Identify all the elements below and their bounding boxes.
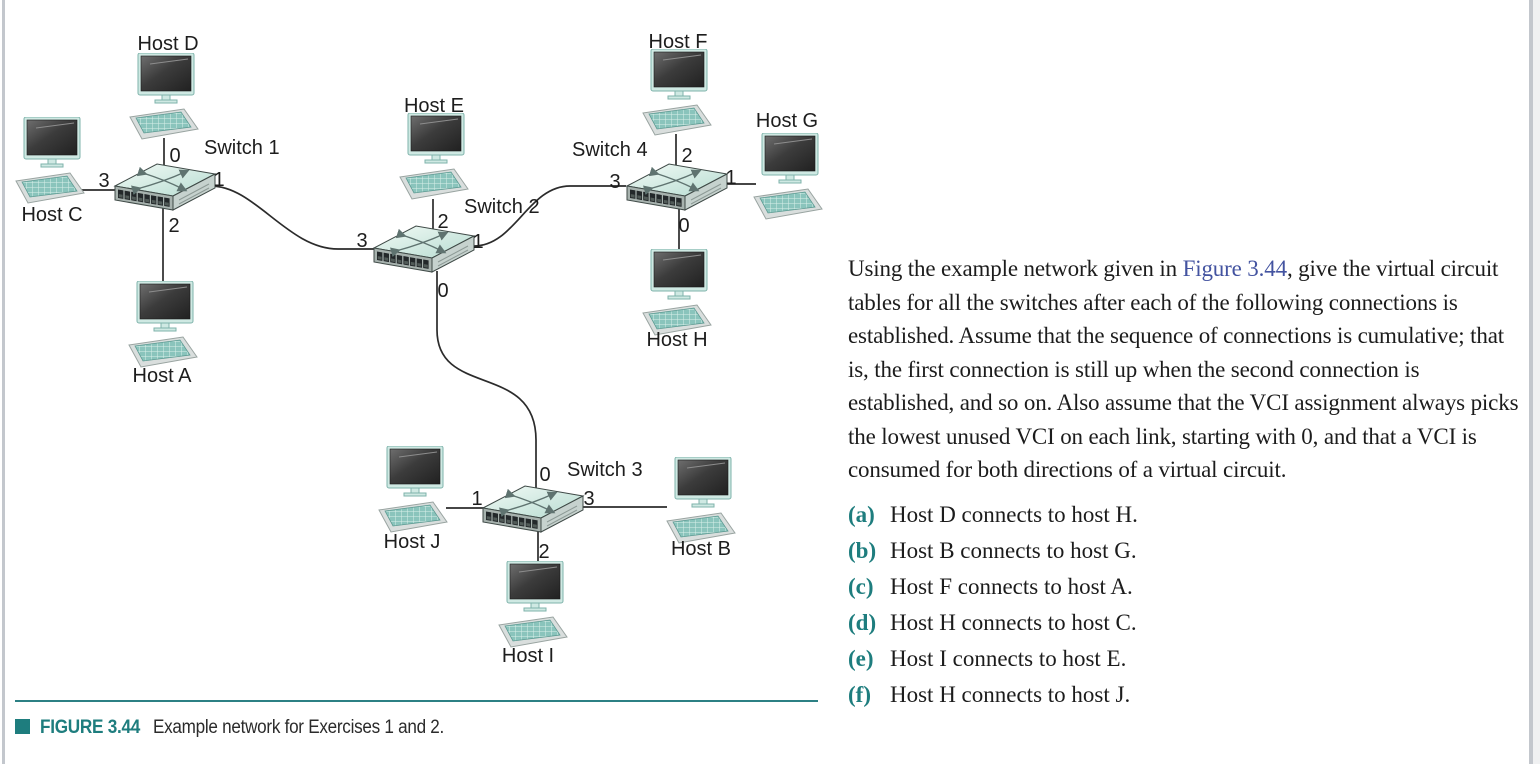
- exercise-item-e: (e) Host I connects to host E.: [848, 641, 1530, 677]
- host-a-label: Host A: [133, 365, 193, 387]
- switch-4-port-3: 3: [609, 171, 620, 193]
- item-text: Host F connects to host A.: [890, 573, 1133, 599]
- link-switch-2-switch-4: [473, 185, 626, 247]
- switch-1-port-3: 3: [98, 170, 109, 192]
- host-f-label: Host F: [649, 31, 708, 53]
- host-g: [753, 133, 823, 220]
- switch-3-label: Switch 3: [567, 459, 643, 481]
- switch-3-port-3: 3: [583, 488, 594, 510]
- item-text: Host H connects to host C.: [890, 609, 1137, 635]
- item-label: (c): [848, 573, 874, 599]
- host-d: [129, 53, 199, 140]
- exercise-item-b: (b) Host B connects to host G.: [848, 533, 1530, 569]
- switch-4-port-2: 2: [681, 145, 692, 167]
- host-c: [15, 117, 85, 204]
- link-switch-2-switch-3: [436, 271, 537, 489]
- switch-2-label: Switch 2: [464, 196, 540, 218]
- switch-1-port-0: 0: [169, 145, 180, 167]
- switch-1-port-2: 2: [168, 215, 179, 237]
- page-edge-left: [2, 0, 5, 764]
- exercise-intro-paragraph: Using the example network given in Figur…: [848, 252, 1530, 487]
- host-d-label: Host D: [137, 33, 198, 55]
- host-g-label: Host G: [756, 110, 818, 132]
- host-i: [498, 561, 568, 648]
- switch-1: [115, 164, 215, 210]
- exercise-text-column: Using the example network given in Figur…: [848, 252, 1530, 713]
- switch-2: [374, 226, 474, 272]
- switch-4-port-0: 0: [678, 215, 689, 237]
- intro-text-before: Using the example network given in: [848, 256, 1183, 281]
- caption-label: FIGURE 3.44: [40, 716, 141, 738]
- host-f: [642, 49, 712, 136]
- exercise-item-a: (a) Host D connects to host H.: [848, 497, 1530, 533]
- host-e: [399, 113, 469, 200]
- item-label: (a): [848, 501, 875, 527]
- switch-4-label: Switch 4: [572, 139, 648, 161]
- switch-4: [627, 164, 727, 210]
- switch-4-port-1: 1: [725, 167, 736, 189]
- item-label: (e): [848, 645, 874, 671]
- host-h-label: Host H: [646, 329, 707, 351]
- switch-3: [483, 486, 583, 532]
- caption-square-icon: [15, 719, 30, 734]
- item-text: Host I connects to host E.: [890, 645, 1127, 671]
- figure-3-44-link[interactable]: Figure 3.44: [1182, 256, 1288, 281]
- item-label: (b): [848, 537, 877, 563]
- switch-2-port-1: 1: [472, 231, 483, 253]
- switch-3-port-0: 0: [539, 464, 550, 486]
- link-switch-1-switch-2: [210, 185, 376, 250]
- switch-1-label: Switch 1: [204, 137, 280, 159]
- switch-2-port-0: 0: [437, 280, 448, 302]
- host-h: [642, 249, 712, 336]
- intro-text-after: , give the virtual circuit tables for al…: [848, 256, 1519, 482]
- host-j-label: Host J: [384, 531, 441, 553]
- exercise-list: (a) Host D connects to host H. (b) Host B c…: [848, 497, 1530, 713]
- host-e-label: Host E: [404, 95, 464, 117]
- switch-3-port-2: 2: [538, 541, 549, 563]
- exercise-item-f: (f) Host H connects to host J.: [848, 677, 1530, 713]
- exercise-item-c: (c) Host F connects to host A.: [848, 569, 1530, 605]
- host-b-label: Host B: [671, 538, 731, 560]
- item-label: (d): [848, 609, 877, 635]
- host-c-label: Host C: [21, 204, 82, 226]
- host-j: [378, 446, 448, 533]
- page-edge-right: [1529, 0, 1533, 764]
- page-margin-right: [1533, 0, 1540, 764]
- switch-2-port-2: 2: [437, 211, 448, 233]
- item-text: Host B connects to host G.: [890, 537, 1137, 563]
- host-a: [128, 281, 198, 368]
- item-label: (f): [848, 681, 871, 707]
- figure-rule: [15, 700, 818, 702]
- caption-text: Example network for Exercises 1 and 2.: [152, 717, 444, 738]
- switch-1-port-1: 1: [213, 169, 224, 191]
- host-b: [666, 457, 736, 544]
- host-i-label: Host I: [502, 645, 554, 667]
- exercise-item-d: (d) Host H connects to host C.: [848, 605, 1530, 641]
- switch-2-port-3: 3: [356, 230, 367, 252]
- item-text: Host H connects to host J.: [890, 681, 1131, 707]
- item-text: Host D connects to host H.: [890, 501, 1138, 527]
- figure-caption: FIGURE 3.44 Example network for Exercise…: [15, 716, 818, 739]
- switch-3-port-1: 1: [471, 488, 482, 510]
